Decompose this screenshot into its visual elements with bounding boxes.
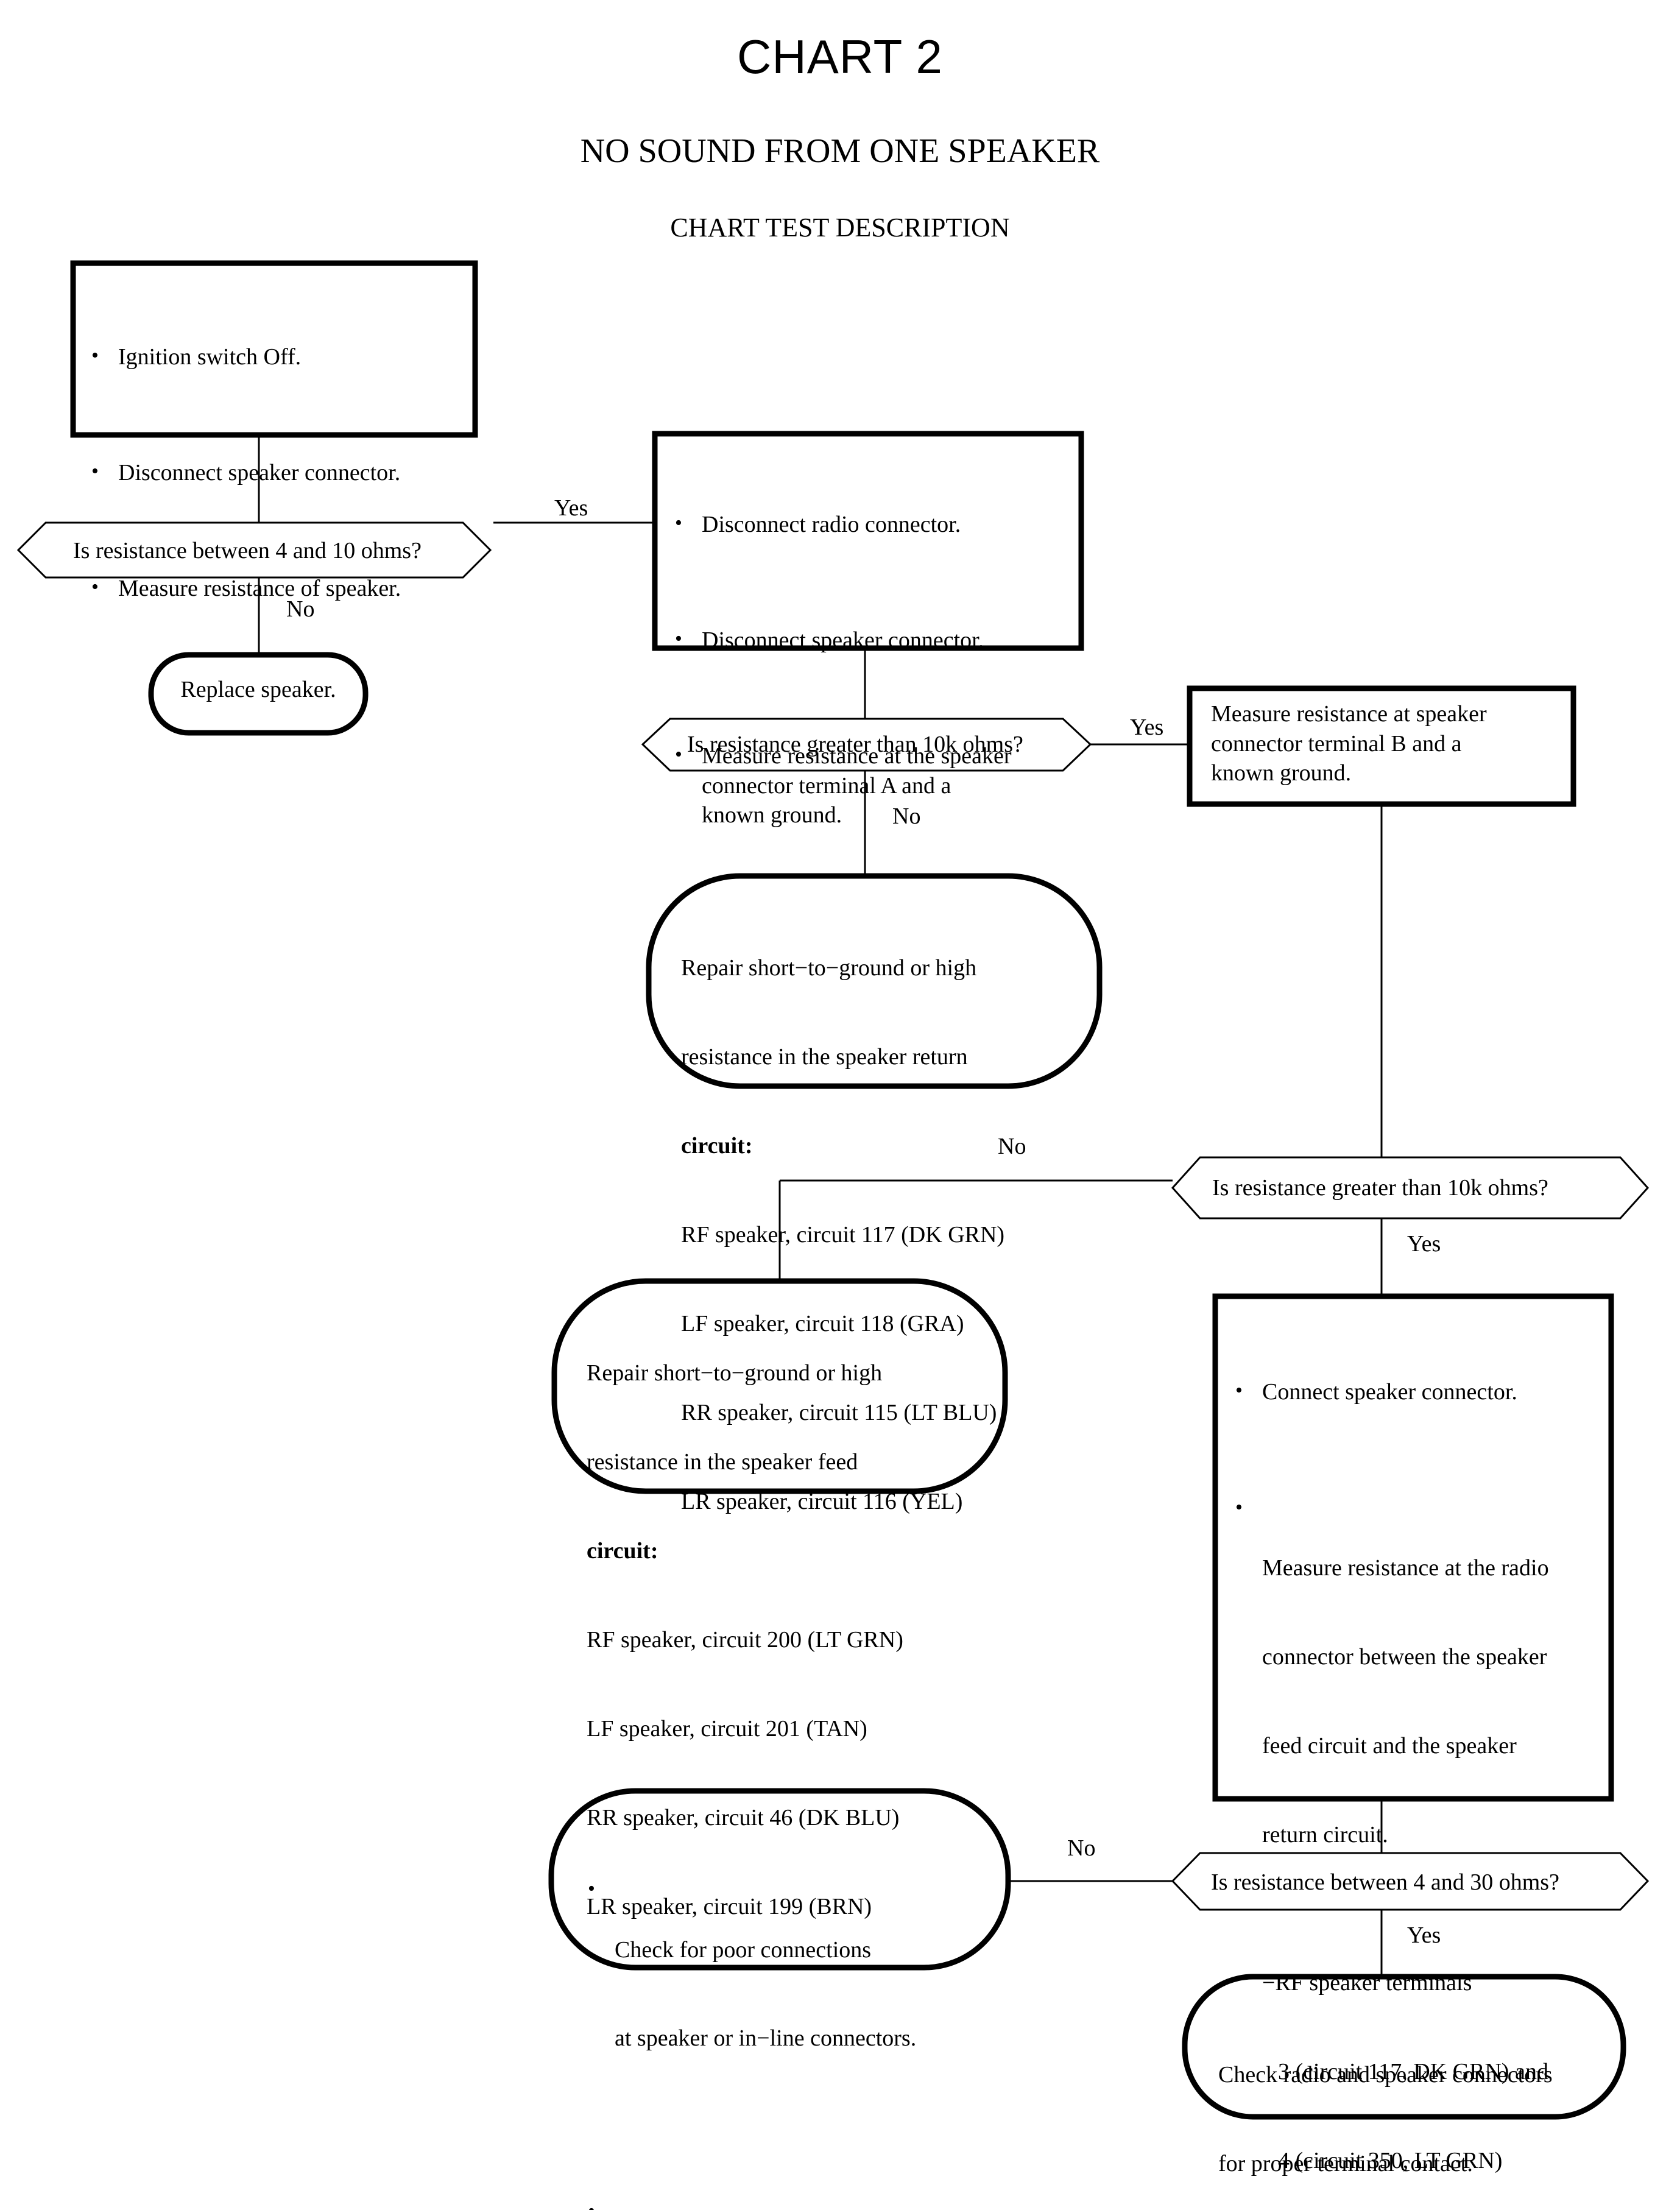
list-item: • Check for poor connections at speaker … [588, 1876, 990, 2113]
repair-feed-text: Repair short−to−ground or high resistanc… [587, 1299, 989, 1980]
list-item: RF speaker, circuit 200 (LT GRN) [587, 1626, 903, 1653]
repair-return-line1: Repair short−to−ground or high [681, 955, 977, 981]
decision-10k-b-label: Is resistance greater than 10k ohms? [1212, 1175, 1548, 1201]
measure-terminal-b-text: Measure resistance at speaker connector … [1211, 701, 1487, 786]
list-item: RF speaker, circuit 117 (DK GRN) [681, 1221, 1005, 1248]
list-item: • Measure resistance at the radio connec… [1235, 1494, 1601, 2210]
bullet-icon: • [675, 512, 682, 535]
bullet-icon: • [91, 344, 99, 367]
start-steps-shape [70, 260, 478, 438]
connect-measure-text: • Connect speaker connector. • Measure r… [1235, 1310, 1601, 2210]
decision-10k-a-shape [641, 718, 1092, 772]
list-item: RR speaker, circuit 115 (LT BLU) [681, 1399, 997, 1425]
list-item: LF speaker, circuit 118 (GRA) [681, 1310, 964, 1336]
list-item: • Disconnect speaker connector. [675, 626, 1077, 655]
edge-label-no-1: No [286, 596, 315, 622]
bullet-icon: • [91, 460, 99, 483]
decision-4-10-label: Is resistance between 4 and 10 ohms? [73, 538, 422, 563]
edge-label-no-2: No [892, 803, 921, 829]
chart-subtitle: NO SOUND FROM ONE SPEAKER [580, 132, 1100, 170]
check-radio-box [1182, 1974, 1626, 2120]
repair-return-text: Repair short−to−ground or high resistanc… [681, 894, 1083, 1575]
chart-title: CHART 2 [737, 30, 943, 83]
list-item: • Ignition switch Off. [91, 342, 464, 372]
list-item: • Repair open in speaker feed or return … [588, 2198, 990, 2210]
list-item: • Measure resistance of speaker. [91, 574, 464, 604]
bullet-icon: • [91, 576, 99, 598]
replace-speaker-text: Replace speaker. [180, 677, 336, 702]
list-item: • Disconnect speaker connector. [91, 458, 464, 488]
edge-label-yes-3: Yes [1407, 1231, 1441, 1257]
measure-instruction: Measure resistance at the radio connecto… [1262, 1494, 1601, 2210]
chart-section-label: CHART TEST DESCRIPTION [670, 213, 1010, 242]
bullet-icon: • [588, 2198, 615, 2210]
decision-4-30-shape [1171, 1852, 1650, 1911]
decision-4-30-label: Is resistance between 4 and 30 ohms? [1211, 1869, 1559, 1895]
repair-feed-box [551, 1278, 1008, 1494]
bullet-icon: • [1235, 1379, 1243, 1402]
start-steps-text: • Ignition switch Off. • Disconnect spea… [91, 277, 464, 663]
check-radio-text: Check radio and speaker connectors for p… [1218, 2062, 1553, 2177]
repair-return-circuit-label: circuit: [681, 1133, 753, 1159]
check-connections-box [548, 1788, 1011, 1971]
repair-return-box [646, 873, 1103, 1089]
bullet-icon: • [1235, 1496, 1243, 1519]
list-item: RR speaker, circuit 46 (DK BLU) [587, 1804, 900, 1830]
bullet-icon: • [588, 1877, 595, 1901]
repair-feed-line2: resistance in the speaker feed [587, 1449, 858, 1475]
list-item: • Measure resistance at the speaker conn… [675, 741, 1077, 830]
repair-return-line2: resistance in the speaker return [681, 1044, 968, 1070]
edge-label-yes-4: Yes [1407, 1922, 1441, 1948]
measure-terminal-b-shape [1187, 685, 1576, 807]
decision-10k-a-label: Is resistance greater than 10k ohms? [687, 732, 1023, 757]
list-item: • Disconnect radio connector. [675, 510, 1077, 540]
disconnect-steps-shape [652, 431, 1084, 651]
repair-feed-circuit-label: circuit: [587, 1538, 658, 1564]
list-item: LR speaker, circuit 116 (YEL) [681, 1488, 963, 1514]
edge-label-no-3: No [998, 1134, 1026, 1159]
terminal-group-rf: −RF speaker terminals 3 (circuit 117, DK… [1262, 1970, 1548, 2173]
disconnect-steps-text: • Disconnect radio connector. • Disconne… [675, 445, 1077, 889]
edge-label-yes-1: Yes [554, 495, 588, 521]
bullet-icon: • [675, 743, 682, 766]
decision-10k-b-shape [1171, 1156, 1650, 1220]
repair-feed-line1: Repair short−to−ground or high [587, 1360, 883, 1386]
edge-label-yes-2: Yes [1130, 715, 1164, 740]
list-item: LF speaker, circuit 201 (TAN) [587, 1715, 867, 1742]
connect-measure-shape [1212, 1293, 1614, 1802]
list-item: • Connect speaker connector. [1235, 1377, 1601, 1407]
check-connections-text: • Check for poor connections at speaker … [588, 1810, 990, 2210]
replace-speaker-box [148, 652, 369, 736]
edge-label-no-4: No [1067, 1835, 1096, 1861]
bullet-icon: • [675, 627, 682, 651]
decision-4-10-shape [16, 521, 492, 579]
list-item: LR speaker, circuit 199 (BRN) [587, 1893, 872, 1919]
